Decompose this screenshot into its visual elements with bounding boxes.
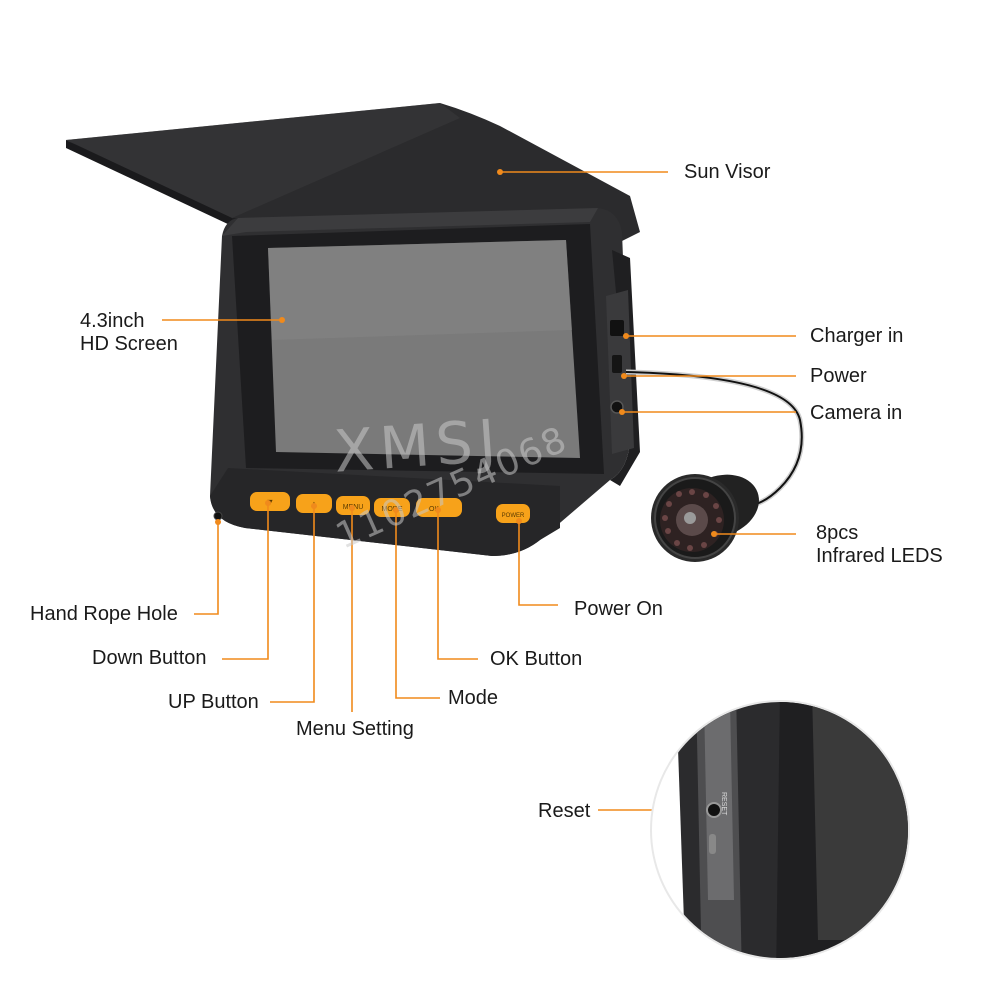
camera-assembly <box>625 369 805 562</box>
power-button-key[interactable] <box>496 504 530 523</box>
label-charger-in: Charger in <box>810 325 904 347</box>
leader-dots <box>215 169 717 537</box>
ok-key-label: OK <box>429 506 439 513</box>
label-up-button: UP Button <box>168 691 259 713</box>
label-hand-rope-hole: Hand Rope Hole <box>30 603 178 625</box>
reset-hole-icon <box>706 802 722 818</box>
sun-visor <box>66 103 640 246</box>
label-infrared-leds: Infrared LEDS <box>816 545 943 567</box>
charger-port <box>610 320 624 336</box>
label-sun-visor: Sun Visor <box>684 161 771 183</box>
leader-down <box>222 503 269 660</box>
label-power-on: Power On <box>574 598 663 620</box>
label-power: Power <box>810 365 867 387</box>
mode-key-label: MODE <box>382 506 403 513</box>
hd-screen <box>232 224 604 474</box>
mode-button-key[interactable] <box>374 498 410 517</box>
label-hd-screen: HD Screen <box>80 333 178 355</box>
label-menu-setting: Menu Setting <box>296 718 414 740</box>
reset-inset-text: RESET <box>720 792 727 816</box>
label-down-button: Down Button <box>92 647 207 669</box>
leader-ok <box>437 510 478 660</box>
leader-mode <box>395 510 440 699</box>
leader-power-on <box>518 521 558 606</box>
label-leds-count: 8pcs <box>816 522 859 544</box>
label-mode: Mode <box>448 687 499 709</box>
label-reset: Reset <box>538 800 591 822</box>
power-key-label: POWER <box>502 513 525 519</box>
power-switch <box>612 355 622 373</box>
camera-lens-icon <box>651 474 759 562</box>
hand-rope-hole <box>213 511 223 521</box>
label-screen-size: 4.3inch <box>80 310 145 332</box>
leader-hand-rope <box>194 522 219 615</box>
leader-up <box>270 506 315 703</box>
label-ok-button: OK Button <box>490 648 583 670</box>
reset-inset: RESET <box>650 700 910 960</box>
label-camera-in: Camera in <box>810 402 903 424</box>
